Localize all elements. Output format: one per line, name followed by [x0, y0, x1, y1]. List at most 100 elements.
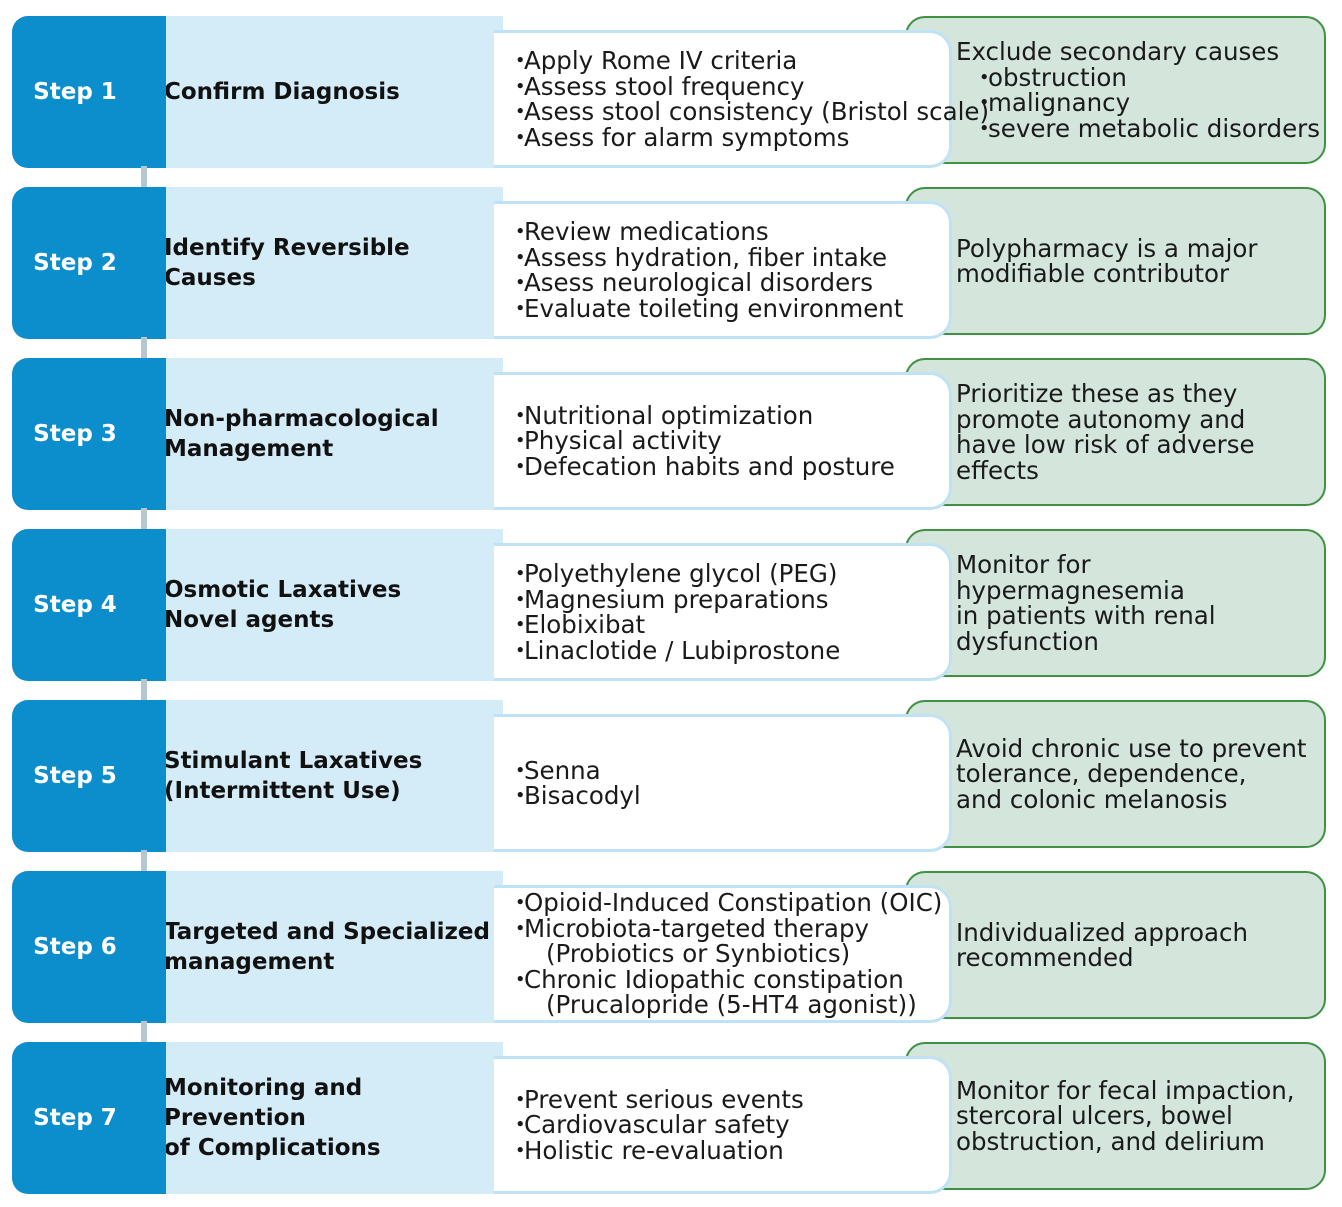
note-line: modifiable contributor [956, 259, 1230, 288]
detail-list: SennaBisacodyl [508, 714, 958, 852]
note-line: and colonic melanosis [956, 784, 1228, 814]
step-badge [12, 871, 166, 1023]
note-line: obstruction, and delirium [956, 1126, 1265, 1156]
step-title-line: Identify Reversible Causes [164, 235, 410, 291]
detail-bullet: Prevent serious events [508, 1087, 958, 1113]
step-title-line: management [164, 949, 335, 975]
step-label: Step 5 [33, 763, 117, 789]
step-title-line: Osmotic Laxatives [164, 577, 402, 603]
detail-list: Polyethylene glycol (PEG)Magnesium prepa… [508, 543, 958, 681]
note-line: obstruction [956, 64, 1324, 91]
step-title: Identify Reversible Causes [164, 187, 499, 339]
note-line: Individualized approach [956, 917, 1249, 947]
note-line: severe metabolic disorders [956, 115, 1324, 142]
note-line: tolerance, dependence, [956, 759, 1247, 789]
step-title-line: Monitoring and Prevention [164, 1075, 363, 1131]
step-label: Step 7 [33, 1105, 117, 1131]
step-title-panel [150, 871, 503, 1023]
step-badge [12, 529, 166, 681]
step-label: Step 4 [33, 592, 117, 618]
step-title-line: Stimulant Laxatives [164, 748, 423, 774]
note-line: Monitor for fecal impaction, [956, 1075, 1295, 1105]
step-title-line: of Complications [164, 1135, 381, 1161]
note-line: Avoid chronic use to prevent [956, 733, 1307, 763]
detail-bullet: Linaclotide / Lubiprostone [508, 637, 958, 664]
step-label: Step 6 [33, 934, 117, 960]
detail-bullet: Defecation habits and posture [508, 454, 958, 480]
detail-list: Review medicationsAssess hydration, fibe… [508, 201, 958, 339]
note-text: Monitor for fecal impaction,stercoral ul… [956, 1042, 1324, 1190]
note-line: dysfunction [956, 626, 1099, 656]
step-label: Step 3 [33, 421, 117, 447]
detail-bullet: Assess hydration, fiber intake [508, 244, 958, 271]
step-title: Monitoring and Prevention of Complication… [164, 1042, 499, 1194]
detail-bullet: Magnesium preparations [508, 586, 958, 613]
step-badge [12, 187, 166, 339]
detail-bullet: Nutritional optimization [508, 403, 958, 429]
note-line: malignancy [956, 90, 1324, 116]
note-line: Monitor for hypermagnesemia [956, 550, 1185, 605]
step-title: Targeted and Specialized management [164, 871, 499, 1023]
note-line: recommended [956, 943, 1134, 972]
detail-subline: (Prucalopride (5-HT4 agonist)) [546, 990, 917, 1020]
detail-list: Apply Rome IV criteriaAssess stool frequ… [508, 30, 989, 168]
detail-bullet: Assess stool frequency [508, 73, 958, 100]
note-line: in patients with renal [956, 601, 1216, 630]
step-badge [12, 1042, 166, 1194]
detail-bullet: Chronic Idiopathic constipation [508, 967, 958, 993]
note-line: Polypharmacy is a major [956, 233, 1258, 263]
step-title-panel [150, 1042, 503, 1194]
detail-bullet: Asess neurological disorders [508, 270, 958, 296]
note-line: Prioritize these as they [956, 379, 1238, 408]
detail-bullet: Microbiota-targeted therapy [508, 916, 958, 942]
note-line: have low risk of adverse effects [956, 430, 1255, 485]
step-label: Step 2 [33, 250, 117, 276]
note-line: Exclude secondary causes [956, 37, 1280, 66]
detail-bullet: Bisacodyl [508, 783, 958, 809]
step-title-line: Non-pharmacological [164, 406, 439, 432]
detail-bullet: Asess for alarm symptoms [508, 124, 958, 151]
note-box [905, 529, 1326, 677]
step-label: Step 1 [33, 79, 117, 105]
detail-bullet: Cardiovascular safety [508, 1112, 958, 1138]
step-title-panel [150, 187, 503, 339]
detail-list: Nutritional optimizationPhysical activit… [508, 372, 958, 510]
step-title-line: Management [164, 436, 334, 462]
step-title-panel [150, 358, 503, 510]
step-title-line: Targeted and Specialized [164, 919, 490, 945]
detail-bullet: Polyethylene glycol (PEG) [508, 561, 958, 587]
step-title-panel [150, 700, 503, 852]
detail-bullet: Physical activity [508, 428, 958, 454]
detail-bullet: Senna [508, 757, 958, 784]
step-title-panel [150, 529, 503, 681]
detail-list: Prevent serious eventsCardiovascular saf… [508, 1056, 958, 1194]
note-line: stercoral ulcers, bowel [956, 1101, 1233, 1131]
detail-bullet: Elobixibat [508, 612, 958, 638]
note-line: promote autonomy and [956, 404, 1246, 434]
detail-bullet: Apply Rome IV criteria [508, 48, 958, 74]
step-row: Exclude secondary causesobstructionmalig… [0, 16, 1342, 200]
note-box [905, 1042, 1326, 1190]
note-box [905, 187, 1326, 335]
step-title-line: Novel agents [164, 607, 335, 633]
note-box [905, 871, 1326, 1019]
step-title-line: (Intermittent Use) [164, 778, 401, 804]
step-badge [12, 700, 166, 852]
step-title-line: Confirm Diagnosis [164, 79, 400, 105]
detail-bullet: Asess stool consistency (Bristol scale) [508, 99, 989, 125]
step-title-panel [150, 16, 503, 168]
detail-subline: (Probiotics or Synbiotics) [546, 939, 851, 969]
detail-bullet: Evaluate toileting environment [508, 295, 958, 322]
note-box [905, 358, 1326, 506]
